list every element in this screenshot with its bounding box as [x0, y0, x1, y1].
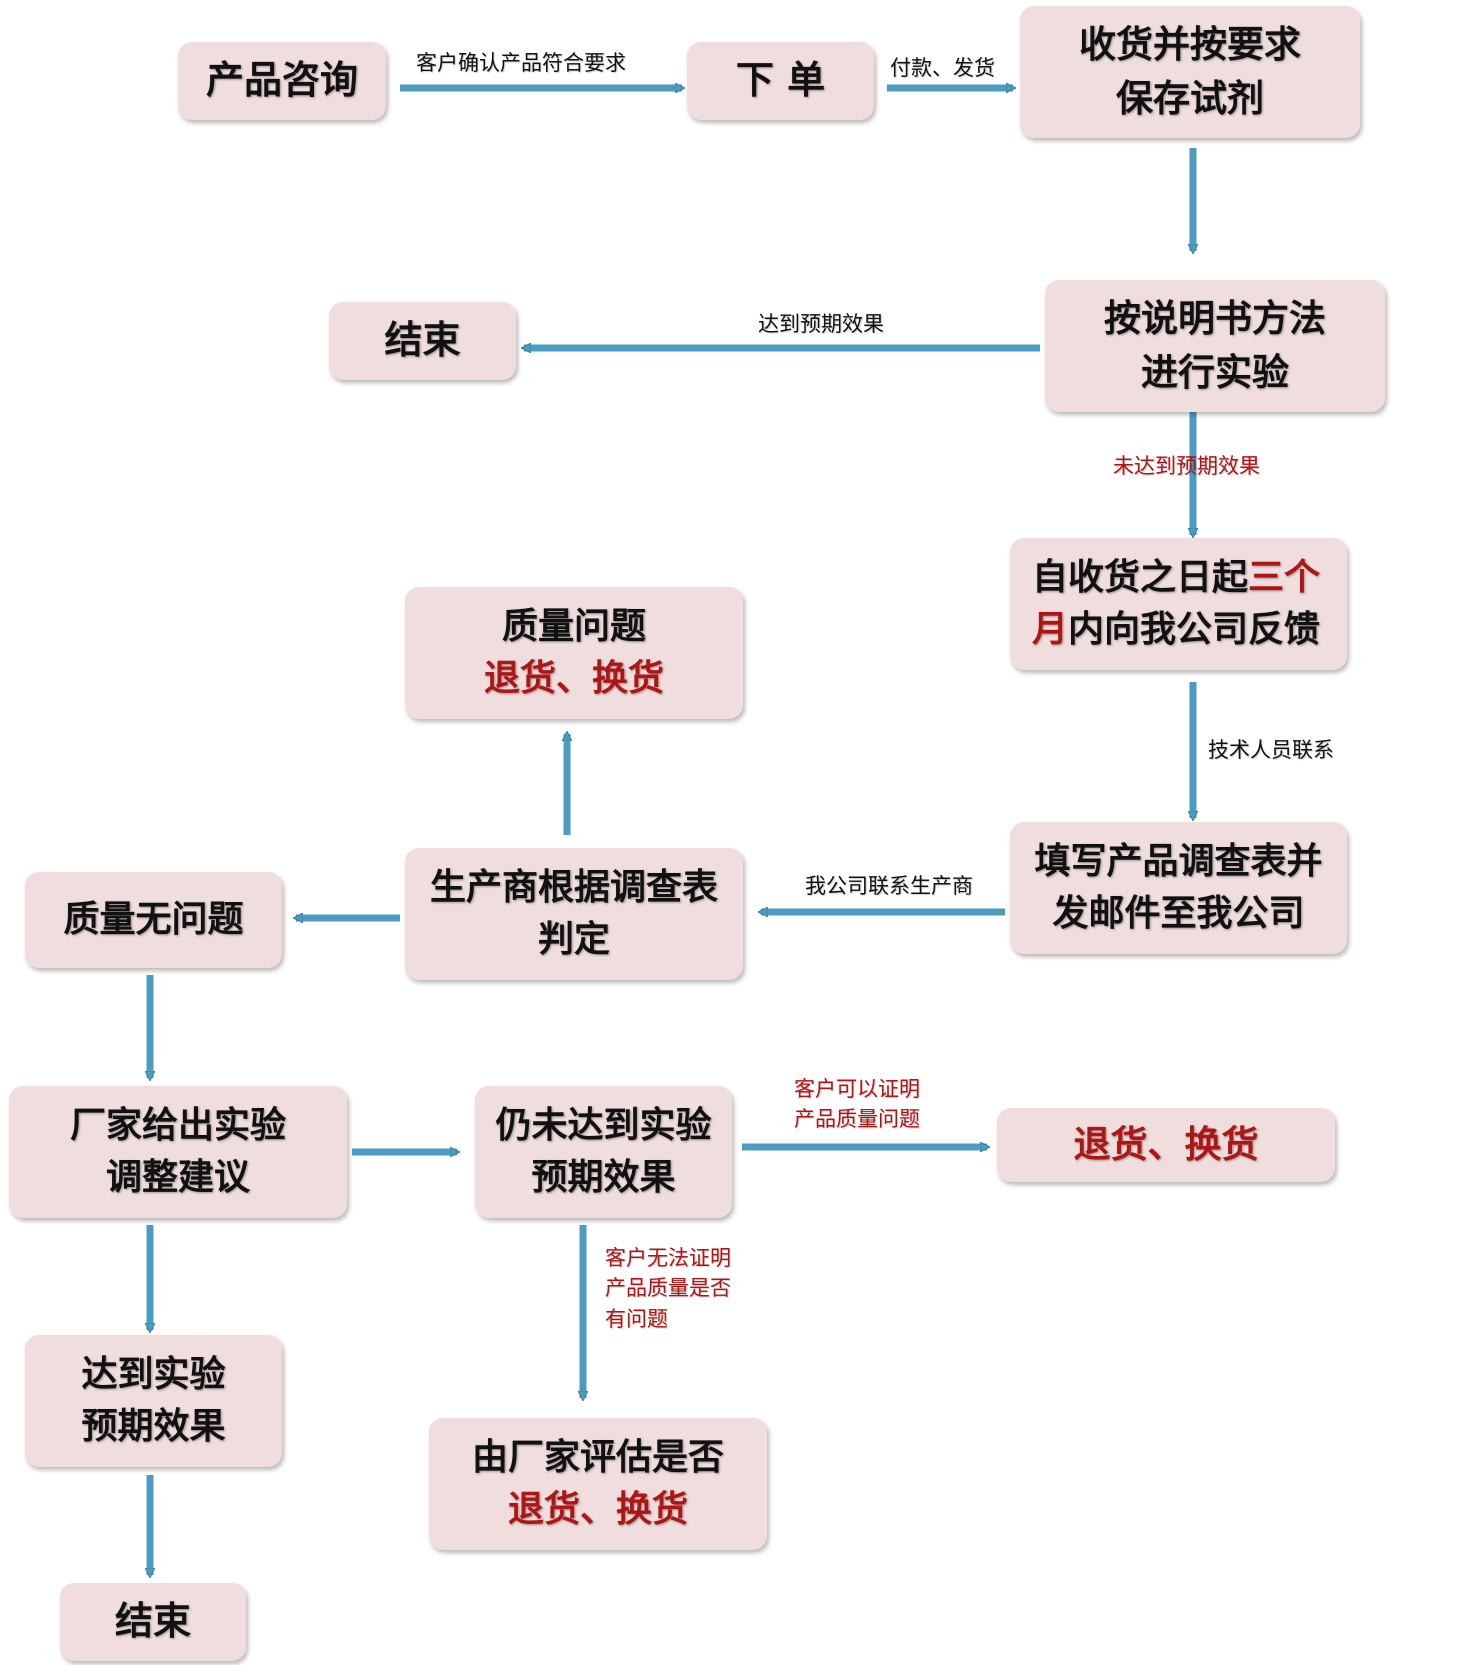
label-line: 产品质量是否: [605, 1276, 731, 1301]
node-label: 结束: [114, 1599, 191, 1644]
node-no-quality-issue: 质量无问题: [25, 872, 282, 968]
node-label-line1: 由厂家评估是否: [471, 1436, 724, 1478]
node-label: 结束: [384, 318, 461, 363]
node-label-line2: 保存试剂: [1116, 77, 1264, 120]
node-product-consult: 产品咨询: [178, 42, 386, 120]
node-end-top: 结束: [329, 302, 516, 380]
label-line: 产品质量问题: [794, 1107, 920, 1132]
label-line: 客户可以证明: [794, 1077, 920, 1101]
node-label-line1: 仍未达到实验: [495, 1104, 712, 1146]
node-label-line1: 达到实验: [81, 1353, 226, 1395]
node-survey-form: 填写产品调查表并 发邮件至我公司: [1010, 822, 1347, 954]
node-label-line2: 预期效果: [531, 1157, 676, 1198]
node-receive-store: 收货并按要求 保存试剂: [1020, 6, 1360, 138]
node-label-line2: 预期效果: [81, 1406, 226, 1447]
node-label-line2: 发邮件至我公司: [1052, 893, 1305, 934]
node-label-line1: 厂家给出实验: [69, 1104, 286, 1146]
node-label-line1: 按说明书方法: [1104, 297, 1326, 341]
node-return-exchange: 退货、换货: [997, 1108, 1335, 1182]
node-maker-judge: 生产商根据调查表 判定: [405, 848, 743, 980]
node-end-bottom: 结束: [60, 1583, 246, 1661]
label-can-prove: 客户可以证明 产品质量问题: [794, 1074, 920, 1135]
node-label-line1: 质量问题: [501, 605, 646, 647]
label-customer-confirm: 客户确认产品符合要求: [416, 51, 626, 75]
node-quality-issue: 质量问题 退货、换货: [405, 587, 743, 719]
label-line: 有问题: [605, 1306, 668, 1331]
label-line: 客户无法证明: [605, 1246, 731, 1270]
node-label-line1: 自收货之日起三个: [1032, 552, 1320, 604]
node-adjust-advice: 厂家给出实验 调整建议: [9, 1086, 347, 1218]
node-label: 下 单: [735, 58, 826, 103]
feedback-text: 自收货之日起: [1032, 556, 1249, 598]
node-label-line2: 退货、换货: [507, 1489, 688, 1530]
node-run-experiment: 按说明书方法 进行实验: [1045, 280, 1385, 412]
node-label: 质量无问题: [63, 898, 244, 940]
label-tech-contact: 技术人员联系: [1208, 738, 1334, 762]
feedback-highlight: 三个: [1248, 556, 1321, 598]
node-feedback-deadline: 自收货之日起三个 月内向我公司反馈: [1010, 538, 1347, 670]
label-cannot-prove: 客户无法证明 产品质量是否 有问题: [605, 1243, 731, 1334]
node-label-line1: 填写产品调查表并: [1034, 840, 1323, 882]
label-pay-ship: 付款、发货: [890, 56, 995, 80]
node-label-line2: 退货、换货: [483, 658, 664, 699]
node-label-line2: 进行实验: [1141, 351, 1289, 394]
node-still-not-reached: 仍未达到实验 预期效果: [475, 1086, 732, 1218]
feedback-highlight: 月: [1032, 609, 1069, 650]
node-label-line2: 调整建议: [105, 1157, 250, 1198]
node-label: 退货、换货: [1073, 1123, 1259, 1167]
node-place-order: 下 单: [687, 42, 874, 120]
node-label: 产品咨询: [205, 58, 358, 103]
node-reached-expected: 达到实验 预期效果: [25, 1335, 282, 1467]
node-label-line2: 月内向我公司反馈: [1032, 604, 1320, 656]
feedback-text: 内向我公司反馈: [1068, 609, 1321, 650]
label-reached-expect: 达到预期效果: [758, 312, 884, 336]
node-maker-evaluate: 由厂家评估是否 退货、换货: [429, 1418, 767, 1550]
label-not-reached: 未达到预期效果: [1113, 454, 1260, 478]
node-label-line1: 生产商根据调查表: [429, 866, 718, 908]
node-label-line1: 收货并按要求: [1079, 23, 1301, 67]
node-label-line2: 判定: [537, 919, 610, 960]
label-contact-maker: 我公司联系生产商: [805, 874, 973, 898]
